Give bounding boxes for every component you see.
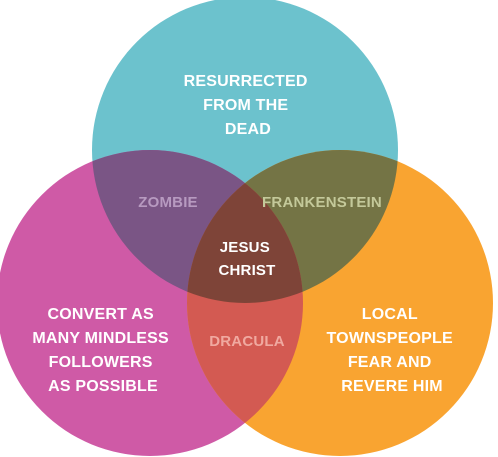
label-convert-followers: CONVERT AS MANY MINDLESS FOLLOWERS AS PO… (32, 306, 173, 395)
overlap-center (187, 150, 303, 303)
label-townspeople-fear: LOCAL TOWNSPEOPLE FEAR AND REVERE HIM (326, 306, 457, 395)
label-frankenstein: FRANKENSTEIN (262, 194, 382, 211)
label-resurrected: RESURRECTED FROM THE DEAD (184, 73, 313, 138)
label-zombie: ZOMBIE (138, 194, 198, 211)
label-dracula: DRACULA (209, 333, 285, 350)
label-jesus-christ: JESUS CHRIST (218, 239, 275, 279)
